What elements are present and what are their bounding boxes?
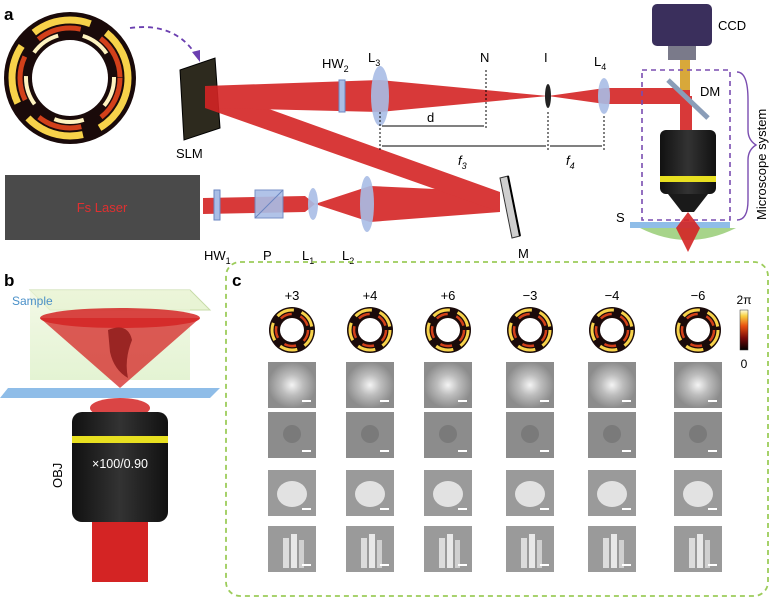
i-label: I [544,50,548,65]
micrograph-cell [424,470,472,516]
l4-label: L4 [594,54,606,72]
hologram-thumbnail [675,307,721,353]
micrograph-cell [674,526,722,572]
objective-ring-a [660,176,716,182]
hologram-thumbnail [589,307,635,353]
micrograph-cell [268,526,316,572]
fs-laser-label: Fs Laser [77,200,128,215]
objective-tip-a [668,194,708,212]
micro-structure [108,327,132,378]
microscope-system-label: Microscope system [754,109,769,220]
mirror-m-edge [507,175,521,237]
panel-c-frame [225,261,769,597]
micrograph-cell [674,412,722,458]
hw2-label: HW2 [322,56,349,74]
ccd-camera [652,4,712,46]
micrograph-cell [588,526,636,572]
micrograph-cell [346,470,394,516]
l3-label: L3 [368,50,380,68]
micrograph-cell [268,362,316,408]
hologram-phase-pattern [4,12,136,144]
micrograph-cell [424,412,472,458]
laser-beam-path [203,80,692,222]
colorbar-max-label: 2π [737,293,752,307]
lens-l4 [598,78,610,114]
micrograph-cell [268,412,316,458]
objective-lens-a [660,130,716,194]
charge-label: +3 [285,288,300,303]
micrograph-cell [268,470,316,516]
dichroic-mirror [666,78,710,120]
mirror-m-label: M [518,246,529,261]
micrograph-cell [674,362,722,408]
focus-cone-up [676,212,700,228]
micrograph-cell [588,470,636,516]
micrograph-cell [588,412,636,458]
ccd-mount [668,46,696,60]
lens-l2 [360,176,374,232]
micrograph-cell [346,362,394,408]
imaging-path [680,60,690,90]
glass-slide [0,388,220,398]
micrograph-cell [424,362,472,408]
f3-label: f3 [458,153,467,171]
lens-l3 [371,66,389,126]
dm-label: DM [700,84,720,99]
n-label: N [480,50,489,65]
fs-laser-box [5,175,200,240]
micrograph-cell [346,412,394,458]
lens-l1 [308,188,318,220]
f4-label: f4 [566,153,575,171]
ccd-label: CCD [718,18,746,33]
objective-spec: ×100/0.90 [92,457,148,471]
phase-colorbar [739,309,749,351]
slm-device [179,57,221,141]
micrograph-cell [506,470,554,516]
polarizer-diagonal [254,189,284,219]
hologram-thumbnail [425,307,471,353]
hologram-arrow [129,26,197,56]
panel-a-label: a [4,5,14,24]
focus-cone-down [676,228,700,252]
hw1-waveplate [213,189,221,221]
hologram-arrow-head [192,50,200,62]
charge-label: +4 [363,288,378,303]
hologram-thumbnail [347,307,393,353]
obj-label: OBJ [50,463,65,488]
iris-i [545,84,551,108]
microscope-system-brace [736,71,758,221]
micrograph-cell [506,526,554,572]
micrograph-cell [346,526,394,572]
charge-label: +6 [441,288,456,303]
l1-label: L1 [302,248,314,266]
stage-label: S [616,210,625,225]
objective-ring-b [72,436,168,443]
charge-label: −4 [605,288,620,303]
sample-label: Sample [12,294,53,308]
micrograph-cell [674,470,722,516]
charge-label: −3 [523,288,538,303]
micrograph-cell [424,526,472,572]
d-label: d [427,110,434,125]
micrograph-cell [506,412,554,458]
hologram-thumbnail [269,307,315,353]
hologram-thumbnail [507,307,553,353]
input-beam-b [92,522,148,582]
panel-b-label: b [4,271,14,290]
hw1-label: HW1 [204,248,231,266]
hw2-waveplate [338,79,346,113]
micrograph-cell [588,362,636,408]
polarizer-label: P [263,248,272,263]
panel-c-label: c [232,271,241,290]
colorbar-min-label: 0 [741,357,748,371]
micrograph-cell [506,362,554,408]
panel-c-grid: +3 +4 +6 −3 −4 −6 [268,288,722,572]
charge-label: −6 [691,288,706,303]
l2-label: L2 [342,248,354,266]
slm-label: SLM [176,146,203,161]
dimension-lines [379,112,605,150]
